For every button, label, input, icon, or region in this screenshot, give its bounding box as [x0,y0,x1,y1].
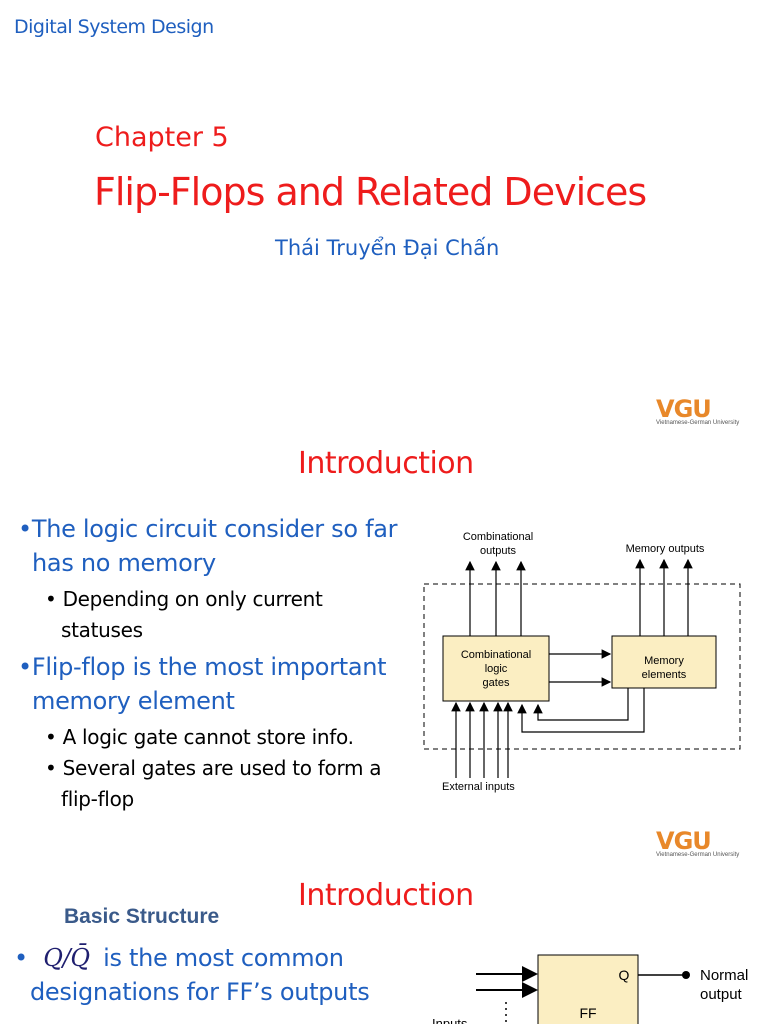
basic-structure-heading: Basic Structure [64,905,220,928]
list-item: •The logic circuit consider so far has n… [18,515,398,577]
vgu-logo: VGU Vietnamese-German University [656,827,766,862]
chapter-label: Chapter 5 [95,122,229,153]
list-subitem: • A logic gate cannot store info. [45,725,354,749]
comb-to-memory-arrows [549,649,612,687]
normal-output-label-1: Normal [700,967,748,984]
list-subitem: • Depending on only current statuses [45,587,323,642]
combinational-block [442,635,550,702]
memory-block-label-1: Memory [644,655,684,667]
author-name: Thái Truyển Đại Chấn [275,236,500,260]
logo-mark: VGU [656,395,712,423]
list-item: • Q/Q̄ is the most common designations f… [14,944,370,1006]
ff-input-arrows [476,966,538,998]
inputs-label: Inputs [432,1016,468,1024]
bullet-list: •The logic circuit consider so far has n… [18,512,408,815]
q-output-label: Q [619,967,630,983]
q-qbar-symbol: Q/Q̄ [43,944,90,972]
output-node [682,971,690,979]
logo-subtitle: Vietnamese-German University [656,852,740,858]
slide-title: Flip-Flops and Related Devices [94,170,647,214]
logo-subtitle: Vietnamese-German University [656,420,740,426]
logo-mark: VGU [656,827,712,855]
system-boundary [423,583,741,750]
memory-block-label-2: elements [642,669,687,681]
comb-block-label-3: gates [483,677,510,689]
comb-block-label-1: Combinational [461,649,531,661]
memory-output-arrows [635,558,693,636]
section-title: Introduction [298,446,474,481]
ff-block [537,954,639,1024]
list-subitem: • Several gates are used to form a flip-… [45,756,382,811]
feedback-lines [503,688,645,778]
ff-label: FF [579,1005,596,1021]
block-diagram: Combinational outputs Memory outputs Com… [423,531,741,793]
memory-block [611,635,717,689]
section-title: Introduction [298,878,474,913]
vgu-logo: VGU Vietnamese-German University [656,395,766,430]
memory-outputs-label: Memory outputs [626,543,705,555]
comb-outputs-label: Combinational [463,531,533,543]
comb-block-label-2: logic [485,663,508,675]
external-input-arrows [451,701,503,778]
course-header: Digital System Design [14,16,214,38]
normal-output-label-2: output [700,986,743,1003]
external-inputs-label: External inputs [442,781,515,793]
ff-diagram: Q FF Normal output Inputs [432,954,748,1024]
comb-outputs-label-2: outputs [480,545,517,557]
comb-output-arrows [465,560,526,636]
list-item: •Flip-flop is the most important memory … [18,653,387,715]
